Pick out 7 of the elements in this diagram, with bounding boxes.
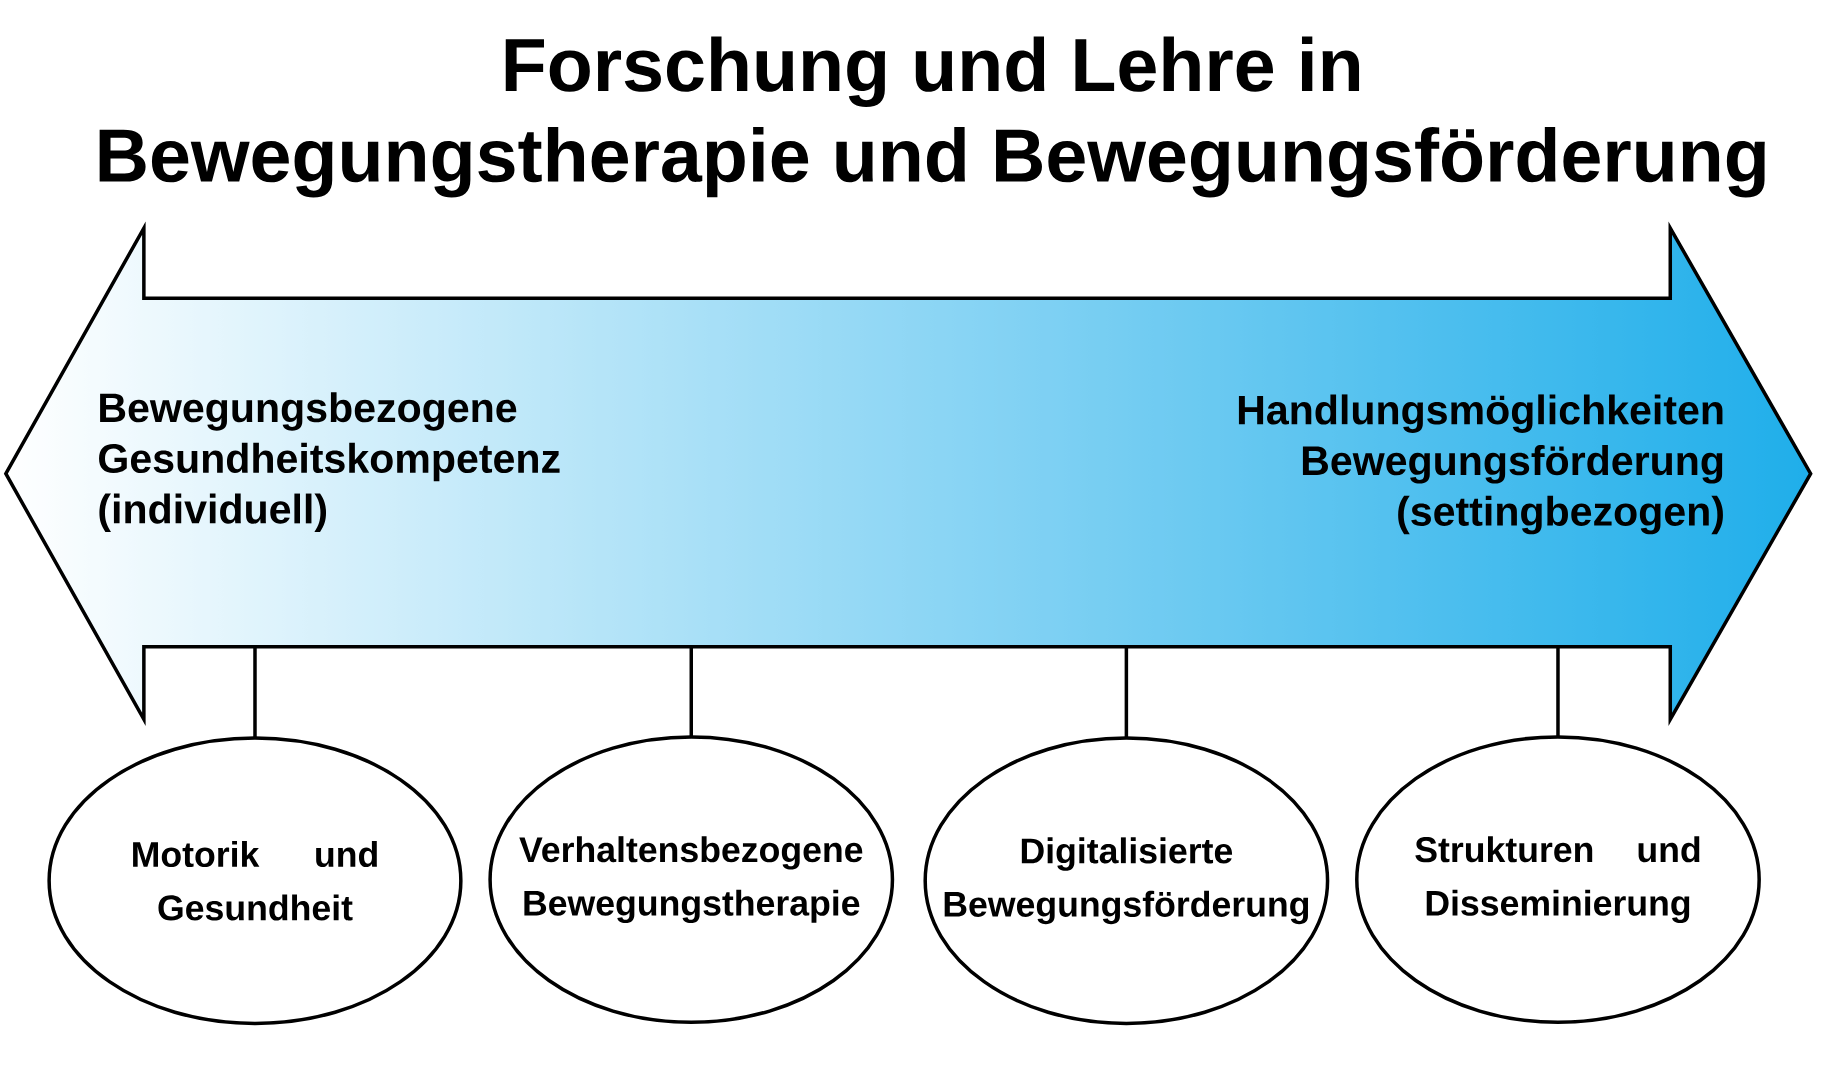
arrow-text: Handlungsmöglichkeiten Bewegungsförderung (settingbezogen) xyxy=(1238,394,1723,535)
title: Forschung und Lehre in Bewegungstherapie und Bewegungsförderung xyxy=(99,36,1765,198)
arrow-text: Bewegungsbezogene Gesundheitskompetenz (individuell) xyxy=(99,392,560,533)
connector-line xyxy=(1124,647,1129,738)
connector-line xyxy=(1556,647,1560,737)
connector-line xyxy=(253,647,257,738)
connector-line xyxy=(689,647,694,737)
